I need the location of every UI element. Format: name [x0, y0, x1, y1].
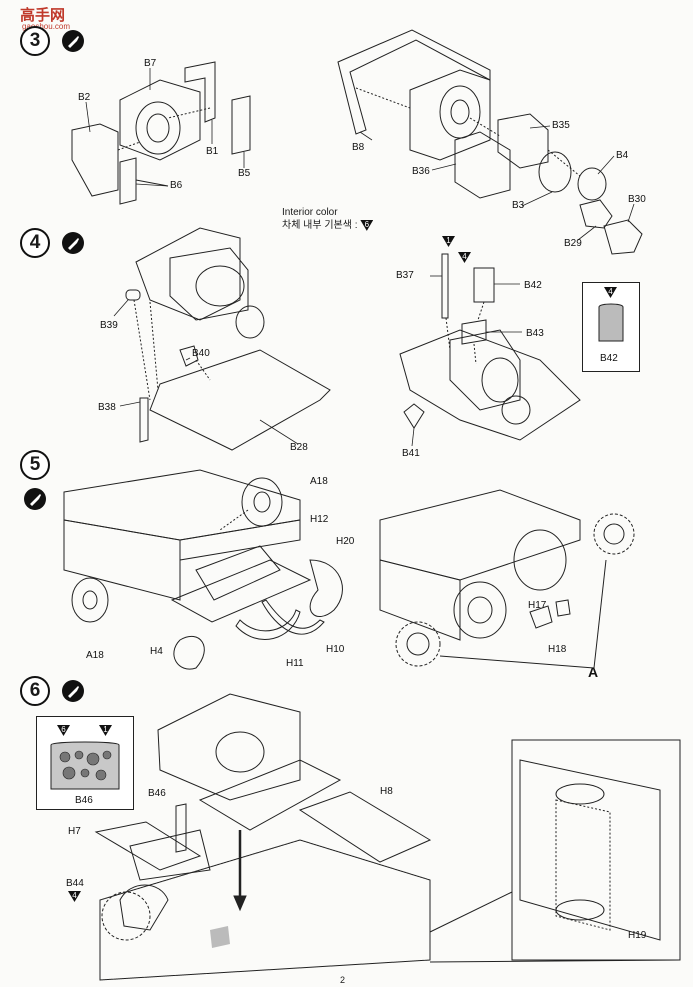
part-label-h17: H17	[528, 600, 547, 611]
step-number-4: 4	[20, 228, 50, 258]
part-label-b1: B1	[206, 146, 219, 157]
instrument-panel-drawing	[50, 741, 120, 790]
paint-badge-b42-box: 4	[604, 287, 617, 298]
leader-lines	[85, 68, 635, 447]
part-label-b3: B3	[512, 200, 525, 211]
interior-color-title: Interior color	[282, 207, 338, 218]
part-label-b37: B37	[396, 270, 414, 281]
watermark-url: gaoshou.com	[22, 22, 71, 31]
paint-badge-b46-left: 6	[57, 725, 70, 736]
interior-color-korean: 차체 내부 기본색 :	[282, 220, 358, 231]
part-label-h19: H19	[628, 930, 647, 941]
step4-right-assembly	[399, 253, 581, 441]
paint-brush-icon	[62, 680, 84, 702]
part-label-b28: B28	[290, 442, 308, 453]
paint-badge-b37: 1	[442, 236, 455, 247]
part-label-b8: B8	[352, 142, 365, 153]
b42-part-drawing	[598, 303, 624, 342]
part-label-b41: B41	[402, 448, 420, 459]
part-label-b46: B46	[148, 788, 166, 799]
b46-box-label: B46	[75, 795, 93, 806]
step3-left-parts	[71, 61, 251, 205]
b46-detail-box: 6 1 B46	[36, 716, 134, 810]
b42-box-label: B42	[600, 353, 618, 364]
part-label-h8: H8	[380, 786, 393, 797]
step-number-6: 6	[20, 676, 50, 706]
step4-left-assembly	[125, 227, 331, 451]
watermark-logo: 高手网	[20, 7, 66, 24]
part-label-b29: B29	[564, 238, 582, 249]
part-label-b44: B44	[66, 878, 84, 889]
part-label-b4: B4	[616, 150, 629, 161]
part-label-h4: H4	[150, 646, 163, 657]
paint-brush-icon	[62, 232, 84, 254]
part-label-b2: B2	[78, 92, 91, 103]
step3-right-parts	[337, 29, 643, 255]
step6-assembly	[94, 693, 681, 981]
part-label-b42: B42	[524, 280, 542, 291]
step-number-3: 3	[20, 26, 50, 56]
paint-color-badge: 6	[360, 219, 374, 231]
part-label-h10: H10	[326, 644, 345, 655]
page-number: 2	[340, 975, 346, 985]
part-label-a18-top: A18	[310, 476, 328, 487]
part-label-h11: H11	[286, 658, 304, 669]
part-label-h7: H7	[68, 826, 81, 837]
paint-badge-b42: 4	[458, 252, 471, 263]
part-label-b40: B40	[192, 348, 210, 359]
paint-badge-b44: 4	[68, 891, 81, 902]
part-label-b5: B5	[238, 168, 251, 179]
part-label-b6: B6	[170, 180, 183, 191]
interior-color-note: Interior color 차체 내부 기본색 : 6	[282, 206, 374, 232]
b42-detail-box: 4 B42	[582, 282, 640, 372]
part-label-b30: B30	[628, 194, 646, 205]
part-label-b7: B7	[144, 58, 157, 69]
part-label-h12: H12	[310, 514, 329, 525]
paint-brush-icon	[24, 488, 46, 510]
paint-badge-b46-right: 1	[99, 725, 112, 736]
part-label-b36: B36	[412, 166, 430, 177]
part-label-b35: B35	[552, 120, 570, 131]
step5-right-assembly	[379, 489, 635, 669]
part-label-a-callout: A	[588, 664, 599, 680]
paint-brush-icon	[62, 30, 84, 52]
part-label-b38: B38	[98, 402, 116, 413]
part-label-h20: H20	[336, 536, 355, 547]
part-label-b39: B39	[100, 320, 118, 331]
part-label-h18: H18	[548, 644, 567, 655]
step-number-5: 5	[20, 450, 50, 480]
part-label-a18-bottom: A18	[86, 650, 104, 661]
part-label-b43: B43	[526, 328, 544, 339]
step5-left-assembly	[63, 469, 343, 670]
